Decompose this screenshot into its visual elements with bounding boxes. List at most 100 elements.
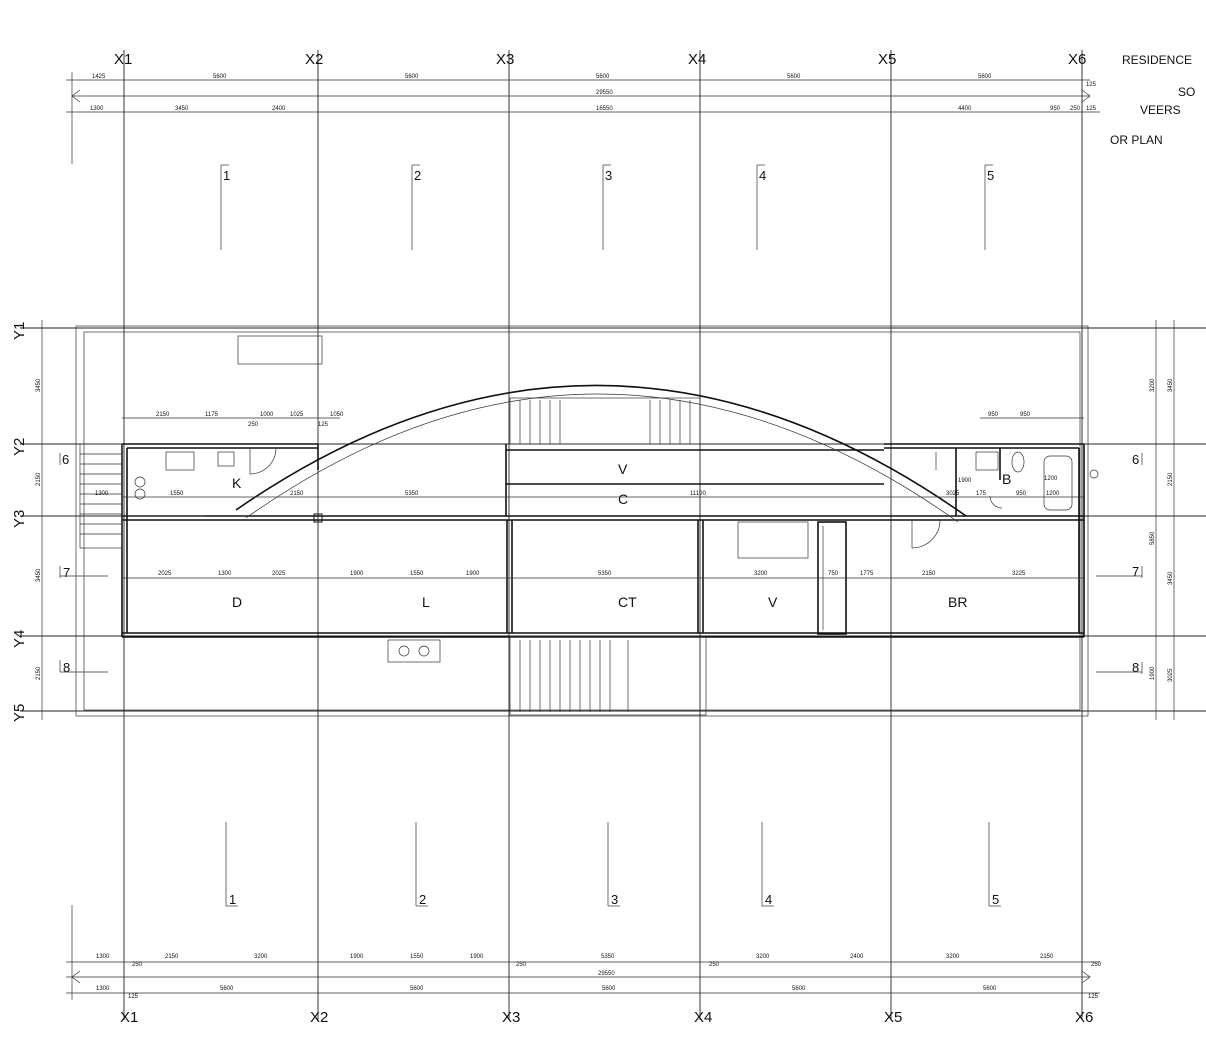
grid-label-x1-top: X1 (114, 51, 132, 68)
dimension-text: 5600 (213, 74, 227, 80)
section-mark-label: 6 (1132, 452, 1139, 467)
dimension-text: 2400 (850, 954, 864, 960)
faint-title-line: OR PLAN (1110, 133, 1163, 147)
arch-outer (235, 384, 967, 517)
dimension-text: 175 (976, 491, 987, 497)
dimension-text: 2150 (922, 571, 936, 577)
grid-labels-x-top: X1 X2 X3 X4 X5 X6 (114, 51, 1086, 68)
dimension-text: 3200 (1150, 378, 1156, 392)
dimension-text: 3025 (1168, 668, 1174, 682)
dimension-text: 3450 (36, 568, 42, 582)
built-in (737, 521, 809, 559)
grid-label-x6-bottom: X6 (1075, 1009, 1093, 1026)
dimension-text: 2400 (272, 106, 286, 112)
dimension-text: 1900 (470, 954, 484, 960)
room-label-bedroom: BR (948, 594, 967, 610)
dimension-text: 125 (128, 994, 139, 1000)
dimension-text: 250 (132, 962, 143, 968)
dimension-text: 250 (516, 962, 527, 968)
grid-label-x2-top: X2 (305, 51, 323, 68)
grid-label-x2-bottom: X2 (310, 1009, 328, 1026)
dimension-text: 5600 (602, 986, 616, 992)
faint-title-line: VEERS (1140, 103, 1181, 117)
dimension-text: 5850 (1150, 531, 1156, 545)
section-mark-label: 5 (992, 892, 999, 907)
grid-label-y1: Y1 (11, 322, 28, 340)
section-marks-top: 1 2 3 4 5 (220, 164, 994, 250)
section-mark-label: 8 (63, 660, 70, 675)
dimension-text: 5350 (405, 491, 419, 497)
dimension-text: 16550 (596, 106, 613, 112)
dimension-text: 125 (318, 422, 329, 428)
grid-label-x1-bottom: X1 (120, 1009, 138, 1026)
section-mark-label: 1 (223, 168, 230, 183)
grid-axes-x (123, 50, 1083, 1020)
section-mark-label: 7 (1132, 564, 1139, 579)
section-mark-label: 2 (419, 892, 426, 907)
grid-label-x4-bottom: X4 (694, 1009, 712, 1026)
dimension-text: 1900 (958, 478, 972, 484)
grid-label-y2: Y2 (11, 438, 28, 456)
dimension-text: 2150 (290, 491, 304, 497)
dimension-chain-top: 1425 5600 5600 5600 5600 5600 29550 1300… (66, 72, 1100, 164)
dimension-text: 2025 (158, 571, 172, 577)
dimension-text: 2150 (36, 472, 42, 486)
arch-inner (245, 393, 959, 523)
grid-label-y3: Y3 (11, 510, 28, 528)
stair-upper (509, 397, 701, 445)
dimension-text: 1300 (90, 106, 104, 112)
door-swing (911, 519, 941, 549)
sink-bowl (134, 488, 146, 500)
dimension-text: 1000 (260, 412, 274, 418)
washbasin (975, 451, 999, 471)
section-marks-bottom: 1 2 3 4 5 (225, 822, 1001, 907)
bathtub (1043, 455, 1073, 511)
dimension-text: 5600 (983, 986, 997, 992)
deck-edge-inner (83, 331, 1081, 711)
section-mark-label: 7 (63, 565, 70, 580)
room-label-corridor: C (618, 491, 628, 507)
dimension-text: 750 (828, 571, 839, 577)
room-label-void-upper: V (618, 461, 628, 477)
dimension-text: 125 (1088, 994, 1099, 1000)
section-mark-label: 6 (62, 452, 69, 467)
dimension-text: 1300 (96, 986, 110, 992)
dimension-text: 1300 (96, 954, 110, 960)
dimension-text: 5600 (596, 74, 610, 80)
dimension-text: 5600 (978, 74, 992, 80)
dimension-text: 1550 (410, 571, 424, 577)
dimension-text: 3200 (754, 571, 768, 577)
dimension-chain-bottom: 1300 250 2150 3200 1900 1550 1900 250 53… (66, 905, 1102, 1000)
faint-title-line: RESIDENCE (1122, 53, 1192, 67)
fireplace (387, 639, 441, 663)
section-mark-label: 4 (759, 168, 766, 183)
dimension-arrow (1081, 970, 1091, 984)
dimension-text: 3450 (1168, 378, 1174, 392)
dimension-text: 3200 (946, 954, 960, 960)
dimension-text: 125 (1086, 82, 1097, 88)
section-mark-label: 3 (611, 892, 618, 907)
dimension-text: 1300 (95, 491, 109, 497)
dimension-text: 2150 (36, 666, 42, 680)
dimension-text: 1550 (170, 491, 184, 497)
room-labels: K D L CT V C V BR B (232, 461, 1011, 610)
room-label-living: L (422, 594, 430, 610)
grid-label-x5-top: X5 (878, 51, 896, 68)
dimension-chain-right: 3200 3450 5850 3450 2150 1900 3025 (1150, 320, 1175, 720)
dimension-text: 3200 (756, 954, 770, 960)
section-mark-label: 8 (1132, 660, 1139, 675)
dimension-text: 2150 (1040, 954, 1054, 960)
dimension-text: 1025 (290, 412, 304, 418)
dimension-text: 1175 (205, 412, 219, 418)
dimension-text: 250 (248, 422, 259, 428)
dimension-text: 3450 (1168, 571, 1174, 585)
dimension-text: 1300 (218, 571, 232, 577)
grid-label-y4: Y4 (11, 630, 28, 648)
dimension-arrow (71, 970, 81, 984)
dimension-arrow (71, 89, 81, 103)
dimension-text: 2025 (272, 571, 286, 577)
grid-label-x6-top: X6 (1068, 51, 1086, 68)
section-marks-sides: 6 7 8 6 7 8 (59, 452, 1143, 675)
downpipe (1089, 469, 1099, 479)
